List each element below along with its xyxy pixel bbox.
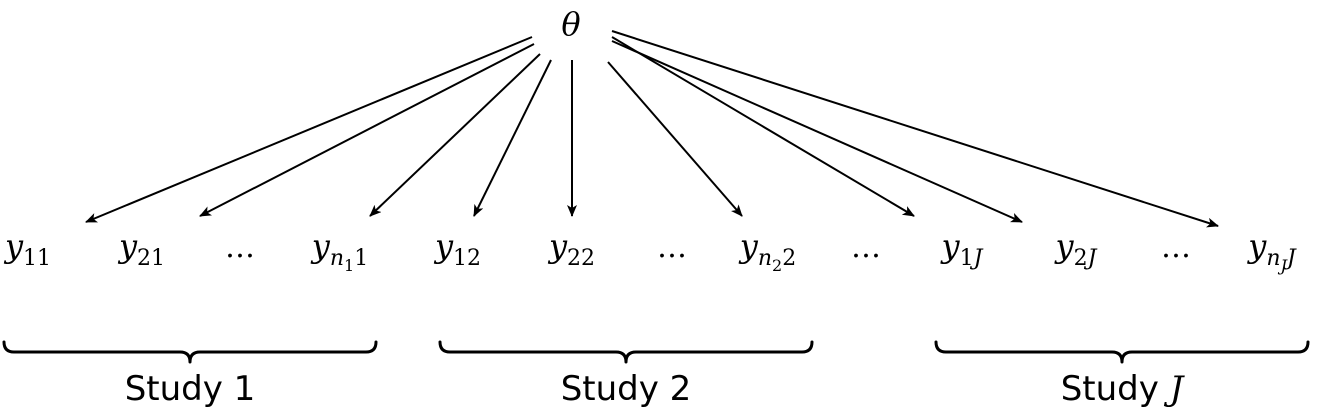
node-y11: y11 <box>3 227 51 271</box>
node-y21: y21 <box>117 227 165 271</box>
node-y1J: y1J <box>940 227 984 271</box>
brace-study-3 <box>934 340 1310 364</box>
ellipsis-dots2: … <box>657 230 687 265</box>
edges <box>85 30 1219 228</box>
edge-theta-to-y21 <box>199 43 535 217</box>
edge-theta-to-y1J <box>611 36 915 217</box>
edge-theta-to-y12 <box>473 59 552 217</box>
node-y12: y12 <box>433 227 481 271</box>
edge-theta-to-y11 <box>85 36 533 223</box>
edge-theta-to-yn22 <box>607 61 743 217</box>
study-label-2: Study 2 <box>561 369 692 409</box>
study-label-1: Study 1 <box>125 369 256 409</box>
node-y2J: y2J <box>1054 227 1098 271</box>
edge-theta-to-ynJJ <box>611 30 1219 228</box>
edge-theta-to-yn11 <box>369 53 541 217</box>
study-label-3: Study J <box>1061 369 1186 409</box>
ellipsis-dots4: … <box>1161 230 1191 265</box>
node-yn11: yn11 <box>310 227 368 275</box>
node-ynJJ: ynJJ <box>1246 227 1297 275</box>
ellipsis-dots3: … <box>851 230 881 265</box>
leaf-nodes: y11 y21 … yn11 y12 y22 … yn22 … y1J y2J … ynJJ <box>3 227 1297 275</box>
brace-study-2 <box>438 340 814 364</box>
ellipsis-dots1: … <box>225 230 255 265</box>
node-yn22: yn22 <box>738 227 796 275</box>
theta-root-node: θ <box>561 5 580 43</box>
study-labels: Study 1 Study 2 Study J <box>125 369 1186 409</box>
node-y22: y22 <box>547 227 595 271</box>
brace-study-1 <box>2 340 378 364</box>
edge-theta-to-y2J <box>611 40 1023 223</box>
study-braces <box>2 340 1310 364</box>
